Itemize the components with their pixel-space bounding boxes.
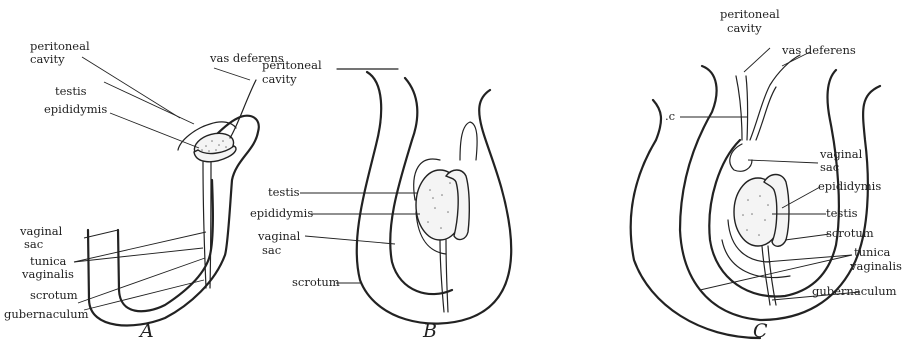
- panel-a-letter: A: [138, 320, 154, 342]
- panel-a-label-scrotum: scrotum: [30, 288, 78, 302]
- panel-a-label-sac: sac: [24, 237, 43, 251]
- panel-b-gubernaculum: [440, 240, 444, 312]
- panel-c-label-c-marker: .c: [665, 109, 675, 123]
- panel-a: vas deferens peritoneal cavity testis ep…: [4, 39, 284, 342]
- panel-c-label-vaginalis: vaginalis: [849, 259, 902, 273]
- panel-a-label-tunica: tunica: [30, 254, 67, 268]
- panel-b-vas-deferens: [460, 122, 477, 160]
- panel-c-letter: C: [753, 320, 768, 342]
- panel-c-vas-deferens: [750, 55, 800, 140]
- panel-a-label-gubernaculum: gubernaculum: [4, 307, 89, 321]
- panel-a-gubernaculum-2: [210, 162, 211, 288]
- panel-b-label-peritoneal: peritoneal: [262, 58, 322, 72]
- panel-c-label-vaginal: vaginal: [819, 147, 863, 161]
- panel-b-label-vaginal: vaginal: [257, 229, 301, 243]
- panel-b-letter: B: [422, 320, 437, 342]
- panel-c-label-peritoneal: peritoneal: [720, 7, 780, 21]
- panel-b-label-scrotum: scrotum: [292, 275, 340, 289]
- panel-a-label-cavity: cavity: [30, 52, 65, 66]
- panel-c: peritoneal cavity vas deferens .c vagina…: [631, 7, 902, 342]
- panel-a-label-vaginalis: vaginalis: [21, 267, 74, 281]
- panel-a-vas-deferens: [230, 80, 256, 138]
- panel-a-label-testis: testis: [55, 84, 87, 98]
- panel-c-label-vas-deferens: vas deferens: [781, 43, 856, 57]
- panel-c-label-scrotum: scrotum: [826, 226, 874, 240]
- panel-c-label-gubernaculum: gubernaculum: [812, 284, 897, 298]
- panel-a-sac-lining: [118, 180, 213, 311]
- panel-b-label-testis: testis: [268, 185, 300, 199]
- panel-b-label-cavity: cavity: [262, 72, 297, 86]
- panel-c-label-tunica: tunica: [854, 245, 891, 259]
- panel-b: peritoneal cavity testis epididymis vagi…: [250, 58, 511, 342]
- panel-c-label-epididymis: epididymis: [818, 179, 881, 193]
- panel-c-label-sac: sac: [820, 160, 839, 174]
- panel-a-label-vaginal: vaginal: [19, 224, 63, 238]
- panel-c-label-cavity: cavity: [727, 21, 762, 35]
- panel-c-label-testis: testis: [826, 206, 858, 220]
- panel-b-label-sac: sac: [262, 243, 281, 257]
- panel-c-neck: [736, 76, 742, 140]
- panel-a-label-epididymis: epididymis: [44, 102, 107, 116]
- panel-b-label-epididymis: epididymis: [250, 206, 313, 220]
- panel-a-label-peritoneal: peritoneal: [30, 39, 90, 53]
